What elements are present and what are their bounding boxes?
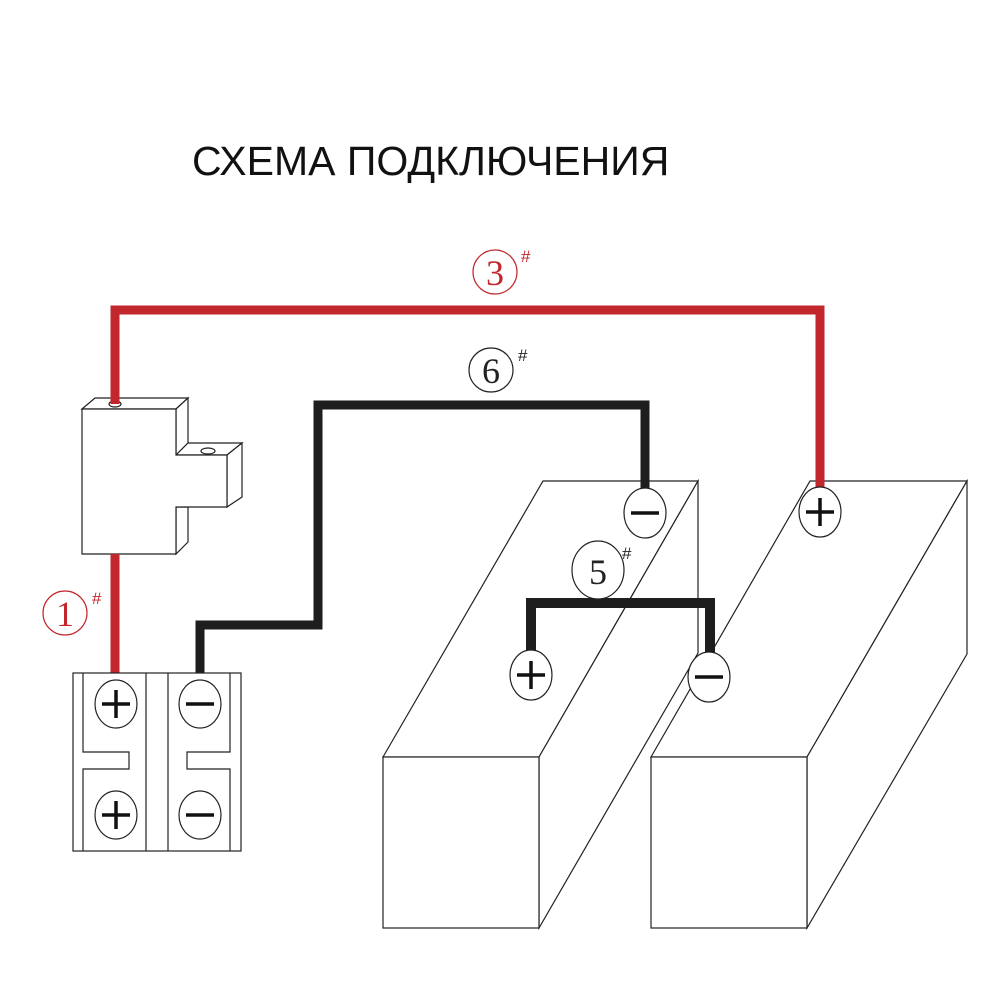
label-wire-1: 1 # <box>42 589 102 636</box>
label-suffix: # <box>518 346 528 365</box>
battery-right-minus-terminal-minus-icon <box>687 651 731 703</box>
battery-left-minus-terminal-minus-icon <box>623 487 667 539</box>
wire-5-black <box>526 598 715 658</box>
label-wire-3: 3 # <box>472 247 531 295</box>
terminal-block-plus-2-plus-icon <box>94 790 138 840</box>
terminal-block-minus-1-minus-icon <box>178 679 222 729</box>
label-suffix: # <box>622 544 632 563</box>
label-number: 3 <box>486 253 504 293</box>
battery-right <box>649 478 969 931</box>
label-number: 1 <box>56 594 74 634</box>
terminal-block-minus-2-minus-icon <box>178 790 222 840</box>
battery-right-plus-terminal-plus-icon <box>798 486 842 538</box>
wire-6-black <box>195 400 650 673</box>
label-wire-6: 6 # <box>468 346 528 393</box>
label-wire-5: 5 # <box>571 540 632 600</box>
fuse-holder <box>80 396 244 556</box>
label-number: 6 <box>482 351 500 391</box>
battery-left <box>381 478 700 931</box>
label-suffix: # <box>521 247 531 266</box>
terminal-block-plus-1-plus-icon <box>94 679 138 729</box>
label-number: 5 <box>589 552 607 592</box>
battery-left-plus-terminal-plus-icon <box>509 649 553 701</box>
diagram-title: СХЕМА ПОДКЛЮЧЕНИЯ <box>192 138 669 184</box>
label-suffix: # <box>92 589 102 608</box>
wire-3-red <box>110 305 825 492</box>
